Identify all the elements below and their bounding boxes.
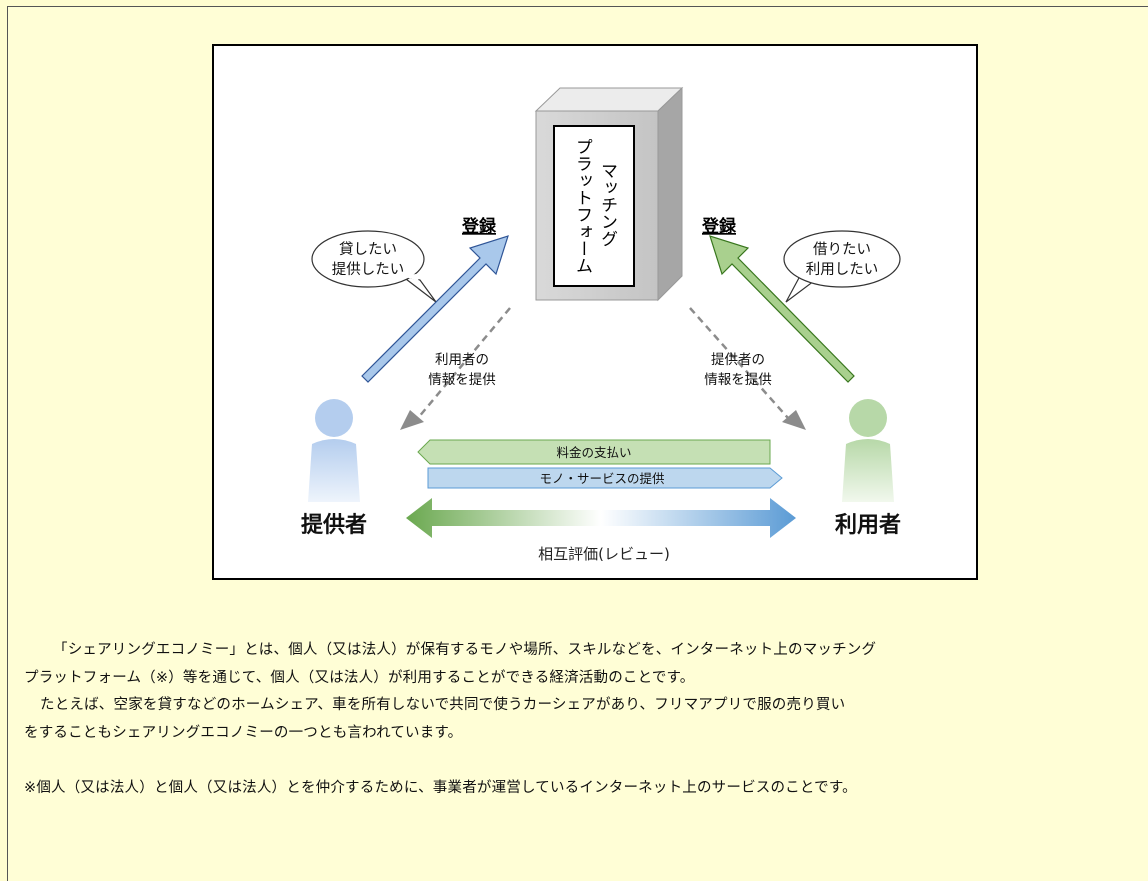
info-right-line2: 情報を提供 <box>704 372 772 388</box>
paragraph2-line2: をすることもシェアリングエコノミーの一つとも言われています。 <box>24 724 463 741</box>
user-person-icon <box>842 399 894 502</box>
register-label-right: 登録 <box>701 216 737 237</box>
info-right-line1: 提供者の <box>711 352 765 368</box>
payment-arrow: 料金の支払い <box>417 439 771 465</box>
service-label: モノ・サービスの提供 <box>539 471 664 486</box>
service-arrow: モノ・サービスの提供 <box>427 467 783 489</box>
footnote: ※個人（又は法人）と個人（又は法人）とを仲介するために、事業者が運営しているイン… <box>24 780 857 796</box>
speech-bubble-right: 借りたい 利用したい <box>783 230 901 303</box>
speech-bubble-left: 貸したい 提供したい <box>311 230 437 303</box>
info-arrow-to-provider <box>400 307 511 430</box>
info-arrow-to-user <box>689 307 806 430</box>
info-left-line1: 利用者の <box>435 352 489 368</box>
paragraph1-line1: 「シェアリングエコノミー」とは、個人（又は法人）が保有するモノや場所、スキルなど… <box>53 642 877 658</box>
paragraph2-line1: たとえば、空家を貸すなどのホームシェア、車を所有しないで共同で使うカーシェアがあ… <box>40 697 846 713</box>
register-arrow-user <box>709 235 855 383</box>
sharing-economy-diagram: マッチング プラットフォーム 登録 登録 貸したい 提供したい 借りたい 利用し… <box>212 44 978 580</box>
payment-label: 料金の支払い <box>556 445 631 460</box>
user-label: 利用者 <box>835 513 901 538</box>
bubble-right-line1: 借りたい <box>813 241 871 258</box>
paragraph1-line2: プラットフォーム（※）等を通じて、個人（又は法人）が利用することができる経済活動… <box>24 669 695 686</box>
register-arrow-provider <box>361 235 509 383</box>
bubble-right-line2: 利用したい <box>806 261 879 278</box>
review-double-arrow: 相互評価(レビュー) <box>406 498 796 563</box>
info-left-line2: 情報を提供 <box>428 372 496 388</box>
provider-label: 提供者 <box>301 512 367 538</box>
review-label: 相互評価(レビュー) <box>538 545 670 563</box>
platform-box: マッチング プラットフォーム <box>534 86 684 302</box>
bubble-left-line2: 提供したい <box>332 261 405 278</box>
bubble-left-line1: 貸したい <box>339 241 397 258</box>
register-label-left: 登録 <box>461 216 497 237</box>
explanation-text: 「シェアリングエコノミー」とは、個人（又は法人）が保有するモノや場所、スキルなど… <box>24 637 1124 803</box>
provider-person-icon <box>308 399 360 502</box>
platform-label-line2: プラットフォーム <box>572 138 592 274</box>
platform-label-line1: マッチング <box>597 162 617 247</box>
